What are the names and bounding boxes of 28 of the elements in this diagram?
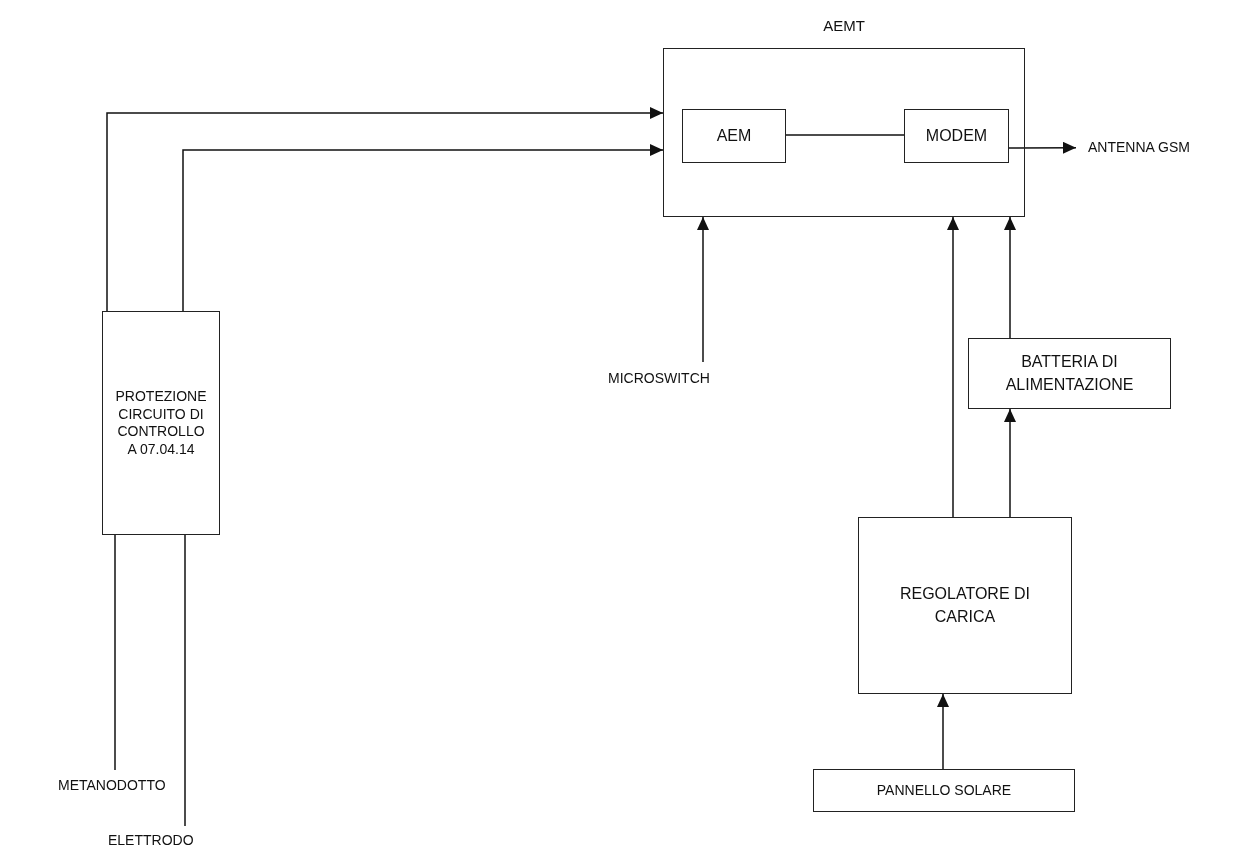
arrow bbox=[1008, 141, 1077, 154]
connector-line bbox=[785, 134, 905, 136]
block-box bbox=[968, 338, 1171, 409]
block-label: PANNELLO SOLARE bbox=[876, 781, 1012, 800]
arrow bbox=[1004, 216, 1016, 339]
block-box bbox=[813, 769, 1075, 812]
arrow bbox=[1004, 408, 1016, 518]
signal-label: MICROSWITCH bbox=[608, 370, 710, 388]
arrow bbox=[182, 144, 664, 312]
connector-line bbox=[184, 534, 186, 827]
arrow bbox=[937, 693, 949, 770]
block-label: AEM bbox=[716, 125, 752, 146]
arrow bbox=[947, 216, 959, 518]
signal-label: METANODOTTO bbox=[58, 777, 166, 795]
arrow bbox=[697, 216, 709, 363]
block-box bbox=[102, 311, 220, 535]
block-label: PROTEZIONE CIRCUITO DI CONTROLLO A 07.04.14 bbox=[114, 388, 208, 458]
block-box bbox=[858, 517, 1072, 694]
block-title: AEMT bbox=[822, 17, 866, 34]
block-label: MODEM bbox=[925, 125, 988, 146]
block-label: REGOLATORE DI CARICA bbox=[898, 584, 1032, 627]
signal-label: ELETTRODO bbox=[108, 832, 194, 850]
arrow bbox=[106, 107, 664, 312]
block-box bbox=[682, 109, 786, 163]
block-box bbox=[904, 109, 1009, 163]
signal-label: ANTENNA GSM bbox=[1088, 139, 1190, 157]
block-label: BATTERIA DI ALIMENTAZIONE bbox=[1004, 352, 1135, 395]
connector-line bbox=[114, 534, 116, 771]
